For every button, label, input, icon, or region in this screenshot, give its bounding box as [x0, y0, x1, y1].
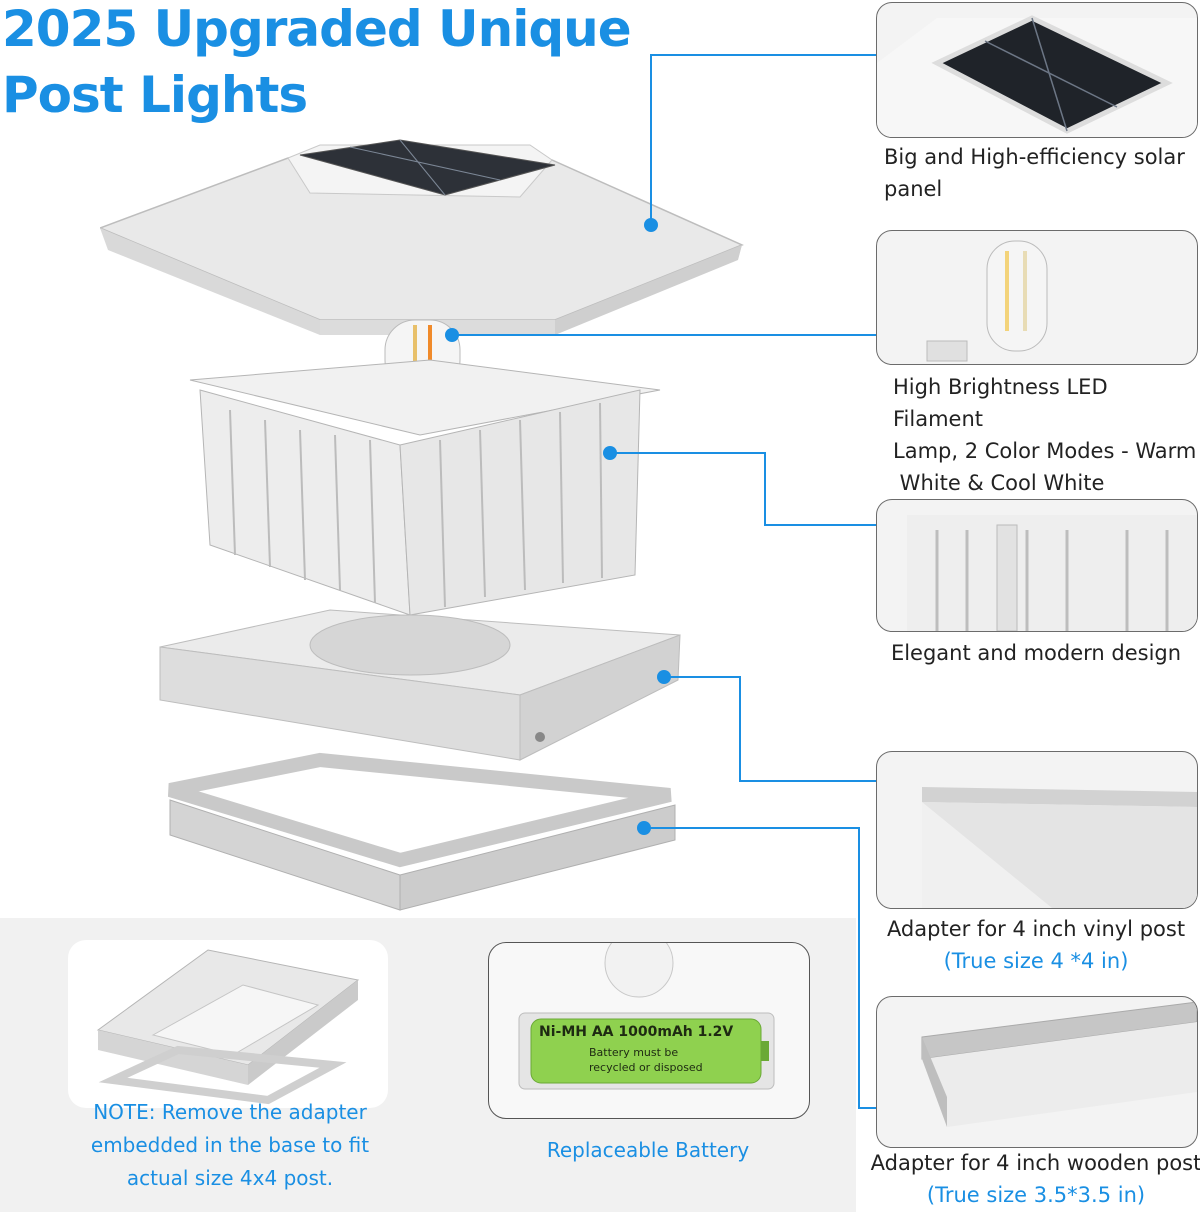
wooden-adapter-closeup — [876, 996, 1198, 1148]
led-lamp-closeup — [876, 230, 1198, 365]
battery-image: Ni-MH AA 1000mAh 1.2V Battery must be re… — [488, 942, 810, 1119]
callout-dot-adapter — [637, 821, 651, 835]
lantern-cage — [189, 359, 661, 616]
adapter-removal-image — [68, 940, 388, 1108]
vinyl-adapter-closeup — [876, 751, 1198, 909]
battery-caption: Replaceable Battery — [546, 1138, 750, 1162]
battery-print-line3: recycled or disposed — [589, 1061, 703, 1074]
caption-solar: Big and High-efficiency solar panel — [884, 145, 1185, 201]
caption-led: High Brightness LED Filament Lamp, 2 Col… — [893, 375, 1197, 495]
title-line-1: 2025 Upgraded Unique — [2, 0, 632, 58]
cage-closeup — [876, 499, 1198, 632]
callout-dot-cage — [603, 446, 617, 460]
title-line-2: Post Lights — [2, 66, 308, 124]
page-title: 2025 Upgraded Unique Post Lights — [2, 0, 642, 128]
adapter-note: NOTE: Remove the adapter embedded in the… — [90, 1100, 370, 1190]
note-section: NOTE: Remove the adapter embedded in the… — [0, 918, 856, 1212]
caption-vinyl: Adapter for 4 inch vinyl post (True size… — [886, 917, 1186, 973]
solar-panel-closeup — [876, 2, 1198, 138]
caption-wooden: Adapter for 4 inch wooden post (True siz… — [870, 1151, 1200, 1207]
battery-print-line1: Ni-MH AA 1000mAh 1.2V — [539, 1024, 734, 1040]
adapter-frame — [167, 752, 676, 911]
callout-dot-base — [657, 670, 671, 684]
top-cap — [100, 139, 744, 335]
callout-dot-solar — [644, 218, 658, 232]
battery-print-line2: Battery must be — [589, 1046, 679, 1059]
product-exploded-view — [100, 139, 744, 911]
base-plate — [159, 609, 681, 761]
callout-dot-bulb — [445, 328, 459, 342]
caption-cage: Elegant and modern design — [890, 641, 1182, 665]
